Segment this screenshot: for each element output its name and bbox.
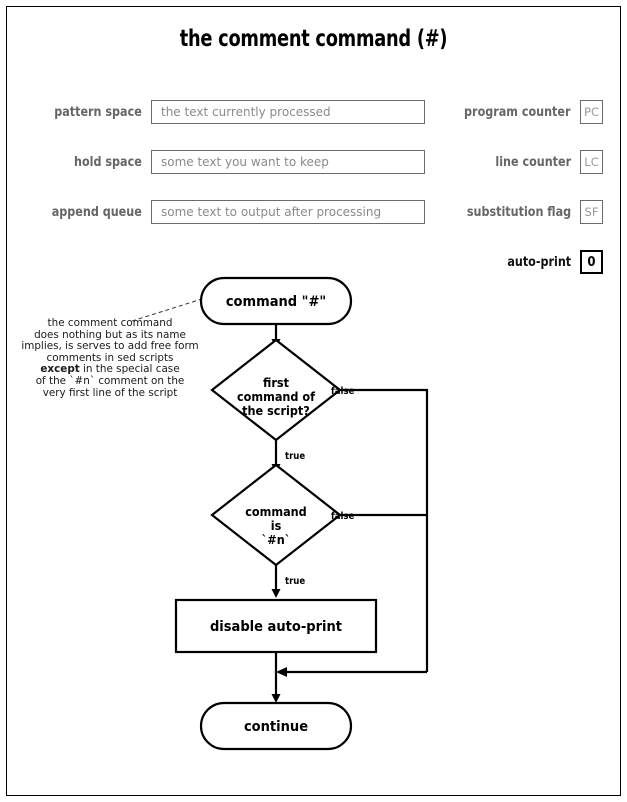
annotation-line-1: the comment command [47,317,173,329]
annotation-leader-line [131,298,203,322]
node-decision-command-is-hash-n-label-line1: command [245,504,306,519]
field-row-auto-print: auto-print 0 [440,250,603,274]
annotation-line-2: does nothing but as its name [34,328,186,341]
node-decision-first-command[interactable]: first command of the script? [210,338,342,442]
node-decision-first-command-label-line3: the script? [242,403,310,418]
input-line-counter-value: LC [584,155,599,169]
node-decision-first-command-label-line1: first [263,375,290,390]
label-substitution-flag: substitution flag [466,204,571,220]
field-row-pattern-space: pattern space the text currently process… [24,100,427,124]
node-decision-first-command-label-line2: command of [237,389,315,404]
input-hold-space[interactable]: some text you want to keep [151,150,425,174]
input-auto-print-value: 0 [587,254,596,270]
input-line-counter[interactable]: LC [580,150,603,174]
edge-label-dec2-false: false [331,511,354,522]
node-command-hash-label: command "#" [226,294,326,310]
field-row-line-counter: line counter LC [440,150,603,174]
annotation-tail-line-1: of the `#n` comment on the [35,374,185,387]
page-frame-border [6,6,621,796]
annotation-after-emphasis: in the special case [79,363,180,376]
node-continue-shape [199,701,353,751]
input-append-queue[interactable]: some text to output after processing [151,200,425,224]
input-append-queue-value: some text to output after processing [161,205,382,219]
edge-label-dec1-true: true [285,451,305,462]
node-disable-auto-print-shape [174,598,378,654]
label-auto-print: auto-print [507,254,571,270]
input-pattern-space-value: the text currently processed [161,105,331,119]
field-row-substitution-flag: substitution flag SF [440,200,603,224]
annotation-note: the comment command does nothing but as … [12,317,208,399]
label-line-counter: line counter [495,154,571,170]
edge-label-dec1-false: false [331,386,354,397]
label-hold-space: hold space [74,154,142,170]
label-append-queue: append queue [51,204,142,220]
edge-label-dec2-true: true [285,576,305,587]
annotation-emphasis: except [40,363,80,376]
field-row-append-queue: append queue some text to output after p… [24,200,427,224]
input-program-counter[interactable]: PC [580,100,603,124]
node-disable-auto-print-label: disable auto-print [210,619,342,635]
annotation-tail-line-2: very first line of the script [42,386,178,399]
field-row-program-counter: program counter PC [440,100,603,124]
node-decision-first-command-shape [210,338,342,442]
node-decision-command-is-hash-n-label-line3: `#n` [262,532,291,547]
node-continue-label: continue [244,719,308,735]
node-decision-command-is-hash-n[interactable]: command is `#n` [210,463,342,567]
input-hold-space-value: some text you want to keep [161,155,329,169]
node-continue[interactable]: continue [199,701,353,751]
label-program-counter: program counter [464,104,571,120]
annotation-line-3: implies, is serves to add free form [21,340,199,353]
input-substitution-flag[interactable]: SF [580,200,603,224]
page-title: the comment command (#) [179,26,448,52]
merge-arrowhead-icon [276,667,287,677]
node-decision-command-is-hash-n-shape [210,463,342,567]
node-disable-auto-print[interactable]: disable auto-print [174,598,378,654]
field-row-hold-space: hold space some text you want to keep [24,150,427,174]
edge-dec1-false [326,388,429,672]
annotation-line-4: comments in sed scripts [46,351,174,364]
input-pattern-space[interactable]: the text currently processed [151,100,425,124]
input-substitution-flag-value: SF [584,205,599,219]
node-command-hash[interactable]: command "#" [199,276,353,326]
input-auto-print[interactable]: 0 [580,250,603,274]
label-pattern-space: pattern space [54,104,142,120]
input-program-counter-value: PC [584,105,599,119]
node-decision-command-is-hash-n-label-line2: is [271,518,282,533]
node-command-hash-shape [199,276,353,326]
